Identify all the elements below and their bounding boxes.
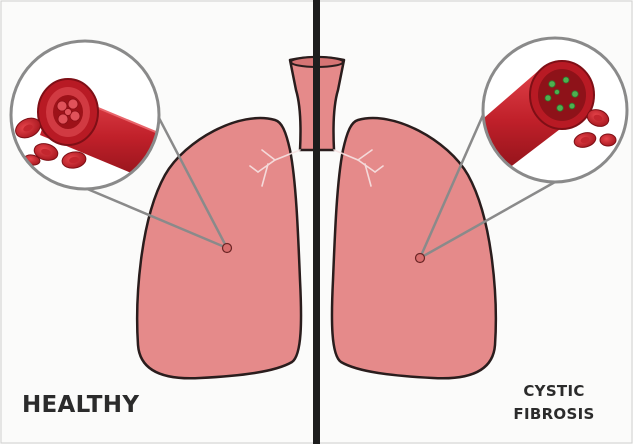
left-lung xyxy=(137,118,301,378)
cf-label-line1: CYSTIC xyxy=(504,380,604,403)
cf-label-line2: FIBROSIS xyxy=(504,403,604,426)
healthy-target-dot xyxy=(223,244,232,253)
healthy-label: HEALTHY xyxy=(22,392,139,418)
right-lung xyxy=(332,118,496,378)
cystic-fibrosis-label: CYSTIC FIBROSIS xyxy=(504,380,604,426)
healthy-magnifier xyxy=(11,41,175,189)
cf-target-dot xyxy=(416,254,425,263)
divider-line xyxy=(313,0,320,444)
cf-magnifier xyxy=(470,38,627,182)
